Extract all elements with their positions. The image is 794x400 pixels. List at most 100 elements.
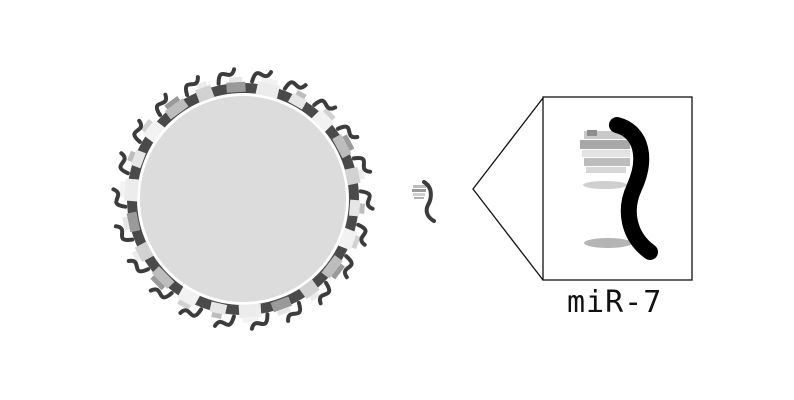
protein-block <box>142 119 165 143</box>
surface-rna-strand-group <box>111 67 375 331</box>
hairpin-protein-band <box>580 140 630 149</box>
surface-protein <box>150 266 175 291</box>
surface-protein <box>226 76 246 93</box>
protein-block <box>177 286 200 308</box>
surface-protein <box>177 286 200 311</box>
surface-rna-strand <box>343 254 354 280</box>
surface-rna-strand <box>356 222 368 247</box>
protein-block <box>196 81 208 90</box>
surface-rna-strand <box>148 287 174 300</box>
protein-block <box>332 134 352 159</box>
surface-rna-strand <box>183 75 200 98</box>
protein-block <box>331 263 345 280</box>
protein-block <box>255 81 280 99</box>
surface-protein <box>348 199 365 217</box>
hairpin-protein-band <box>587 130 597 136</box>
protein-block <box>357 168 365 180</box>
surface-rna-strand <box>154 92 169 118</box>
mirna-label: miR-7 <box>567 285 662 320</box>
protein-block <box>299 279 320 300</box>
surface-protein <box>140 118 165 143</box>
protein-block <box>211 311 223 320</box>
surface-protein <box>195 81 215 103</box>
mirna-strand-icon <box>412 180 436 223</box>
protein-block <box>164 98 189 120</box>
surface-rna-strand <box>249 312 270 331</box>
surface-protein <box>270 296 292 316</box>
protein-block <box>342 134 355 151</box>
protein-block <box>195 84 215 103</box>
hairpin-protein-disc <box>583 181 627 189</box>
hairpin-protein-band <box>584 158 630 166</box>
protein-block <box>276 306 291 316</box>
protein-block <box>351 235 361 250</box>
exosome-particle-icon <box>111 67 375 331</box>
protein-block <box>348 199 361 217</box>
protein-block <box>359 203 365 214</box>
released-protein-band <box>413 193 425 196</box>
surface-protein <box>321 255 345 280</box>
mirna-hairpin-icon <box>580 117 658 260</box>
surface-protein <box>122 211 141 233</box>
protein-block <box>295 90 307 100</box>
surface-protein <box>299 279 321 302</box>
protein-block <box>311 109 335 132</box>
surface-protein <box>311 107 336 132</box>
protein-block <box>140 118 153 133</box>
hairpin-protein-band <box>586 167 626 173</box>
surface-rna-strand <box>317 280 332 306</box>
zoom-callout <box>472 96 693 281</box>
surface-rna-strand <box>178 307 204 318</box>
protein-block <box>134 241 154 262</box>
surface-protein <box>131 241 154 262</box>
surface-rna-strand <box>118 151 130 176</box>
protein-block <box>119 181 126 198</box>
hairpin-protein-band <box>582 150 630 157</box>
protein-block <box>130 149 146 169</box>
surface-protein <box>338 227 361 251</box>
surface-rna-strand <box>113 224 135 242</box>
protein-block <box>242 316 259 323</box>
surface-protein <box>255 76 280 99</box>
surface-rna-strand <box>312 98 338 111</box>
protein-block <box>122 216 130 231</box>
surface-protein <box>127 149 146 169</box>
protein-block <box>131 250 141 262</box>
surface-rna-strand <box>335 124 360 140</box>
surface-rna-strand <box>250 70 273 84</box>
protein-block <box>151 266 175 289</box>
surface-rna-strand <box>126 258 151 274</box>
surface-protein <box>238 303 262 323</box>
surface-protein <box>344 166 365 186</box>
surface-rna-strand <box>358 189 375 211</box>
zoom-leader-lines <box>472 97 544 281</box>
protein-block <box>261 76 279 86</box>
protein-block <box>322 107 336 121</box>
surface-protein <box>288 90 307 110</box>
surface-rna-strand <box>111 187 128 209</box>
protein-block <box>164 96 181 110</box>
protein-block <box>150 275 166 291</box>
surface-rna-strand <box>351 156 373 174</box>
protein-block <box>344 166 361 186</box>
hairpin-strand <box>609 117 658 260</box>
protein-block <box>124 178 139 202</box>
released-protein-band <box>412 189 426 192</box>
surface-rna-strand <box>216 67 237 86</box>
surface-protein <box>209 301 228 320</box>
protein-block <box>238 303 262 318</box>
surface-protein-group <box>119 76 365 323</box>
protein-block <box>226 81 246 93</box>
released-protein-band <box>414 197 424 199</box>
surface-rna-strand <box>213 314 236 328</box>
surface-protein <box>164 96 189 120</box>
surface-protein <box>332 134 355 159</box>
protein-block <box>288 92 307 110</box>
surface-protein <box>119 178 139 202</box>
protein-block <box>321 255 343 279</box>
protein-block <box>177 299 192 311</box>
protein-block <box>270 296 292 313</box>
surface-rna-strand <box>282 80 308 91</box>
surface-rna-strand <box>132 118 143 144</box>
